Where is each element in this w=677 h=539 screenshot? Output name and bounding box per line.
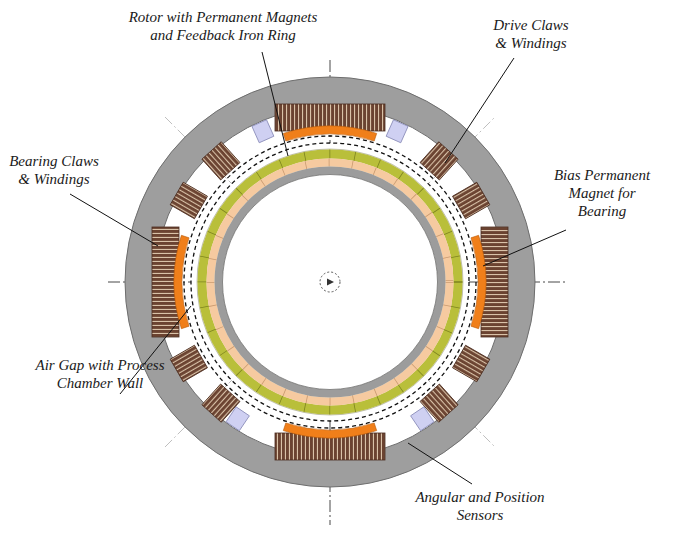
centre-circle bbox=[320, 272, 340, 292]
leader-line bbox=[483, 230, 566, 266]
drive-claws bbox=[170, 142, 490, 422]
callout-label: Drive Claws & Windings bbox=[490, 16, 572, 52]
stator-ring bbox=[125, 77, 535, 487]
position-sensor bbox=[411, 407, 434, 431]
diagonal-axis bbox=[165, 117, 495, 447]
rotor-inner-magnet-ring bbox=[211, 163, 450, 402]
rotor-outer bbox=[197, 149, 463, 415]
drive-winding bbox=[170, 182, 207, 219]
leader-lines bbox=[70, 52, 566, 484]
diagonal-axis bbox=[165, 117, 495, 447]
feedback-iron-ring bbox=[219, 171, 442, 394]
callout-label: Rotor with Permanent Magnets and Feedbac… bbox=[118, 8, 328, 44]
leader-line bbox=[262, 52, 288, 156]
magnet-segment-lines bbox=[202, 154, 458, 410]
rotor-magnet-ring bbox=[202, 154, 458, 410]
bias-magnet bbox=[283, 126, 376, 141]
position-sensor bbox=[226, 407, 249, 431]
motor-cross-section bbox=[125, 77, 535, 487]
bias-magnet bbox=[471, 235, 486, 328]
callout-label: Air Gap with Process Chamber Wall bbox=[30, 356, 170, 392]
callout-label: Bearing Claws & Windings bbox=[4, 152, 104, 188]
bearing-claws bbox=[152, 104, 508, 460]
centre-arrow bbox=[327, 279, 334, 286]
drive-winding bbox=[202, 142, 240, 180]
process-chamber-wall bbox=[191, 143, 469, 421]
callout-label: Angular and Position Sensors bbox=[405, 488, 555, 524]
leader-line bbox=[408, 443, 472, 484]
position-sensor bbox=[252, 120, 274, 143]
magnet-segment-lines bbox=[211, 163, 450, 402]
drive-winding bbox=[453, 182, 490, 219]
bias-magnet bbox=[174, 235, 189, 328]
rotor-bore bbox=[223, 175, 438, 390]
leader-line bbox=[445, 58, 514, 163]
leader-line bbox=[70, 194, 158, 246]
position-sensor bbox=[386, 120, 408, 143]
bias-magnet bbox=[283, 423, 376, 438]
air-gap-outer bbox=[184, 136, 476, 428]
drive-winding bbox=[420, 142, 458, 180]
callout-label: Bias Permanent Magnet for Bearing bbox=[548, 166, 656, 220]
bearing-claw bbox=[275, 423, 385, 460]
